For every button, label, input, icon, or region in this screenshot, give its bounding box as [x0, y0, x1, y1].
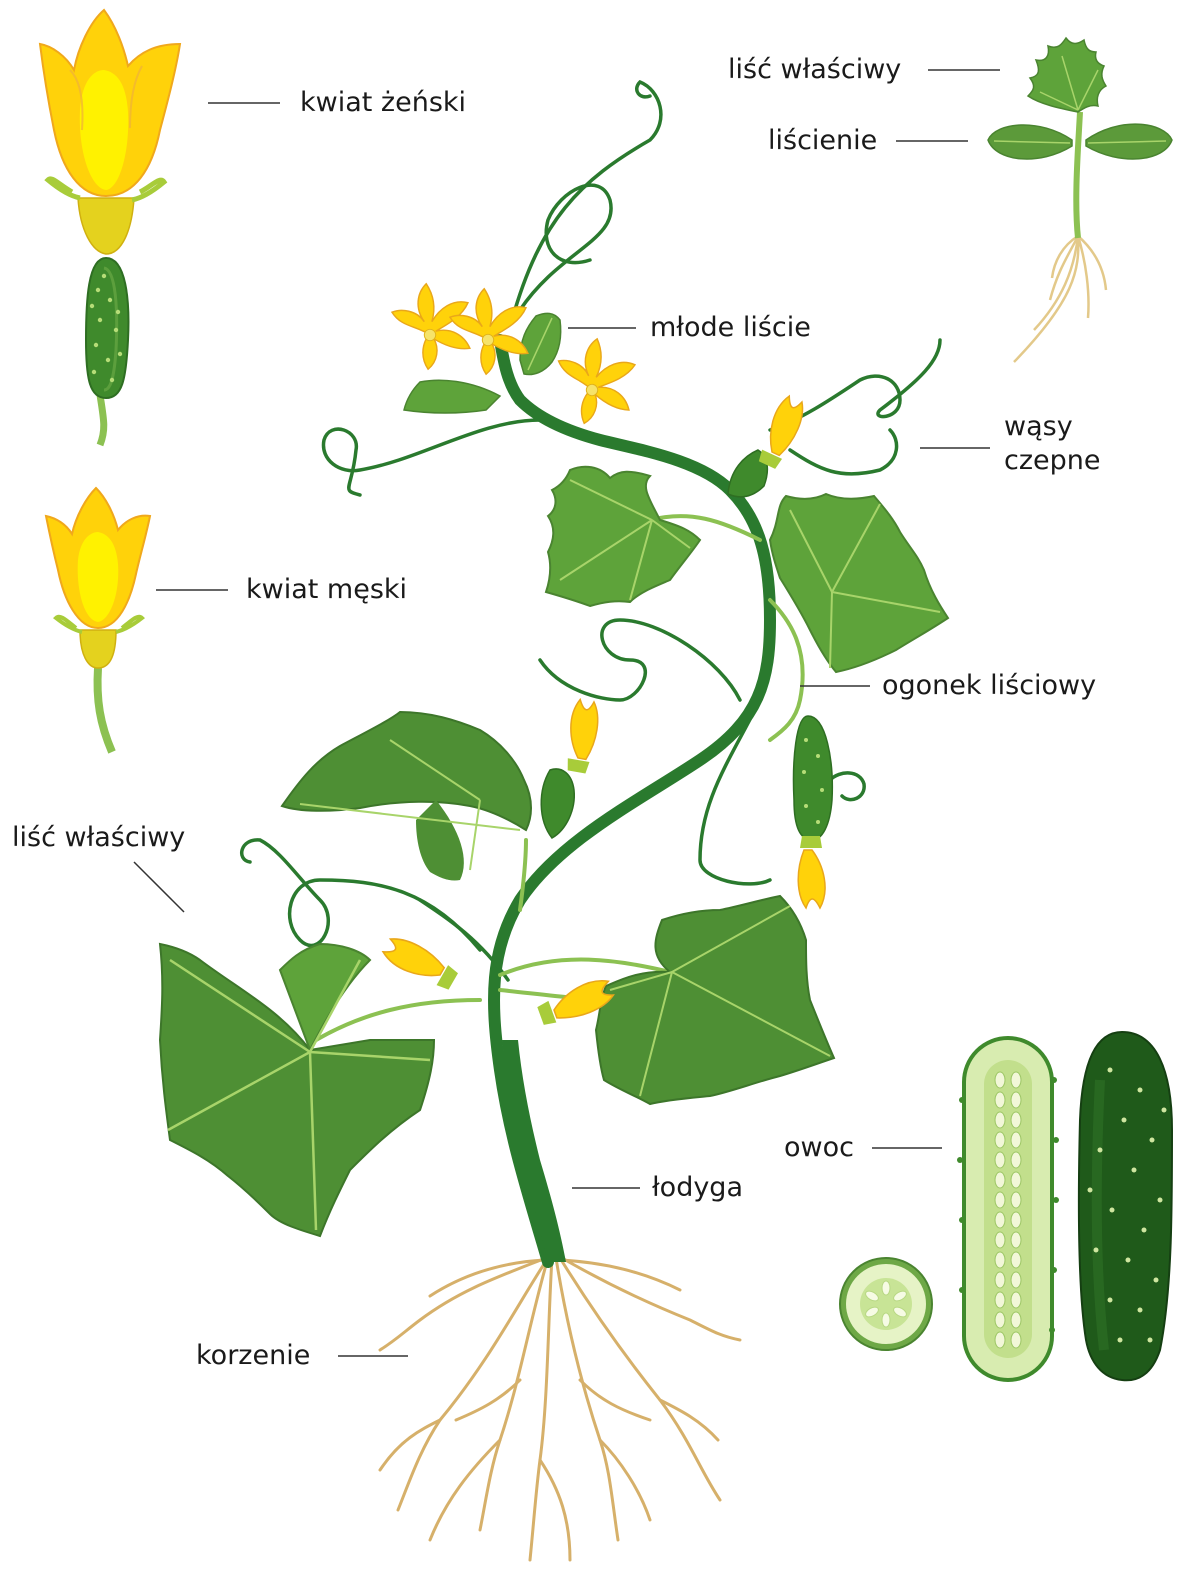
male-flower-icon	[46, 488, 150, 752]
female-flower-icon	[40, 10, 180, 445]
female-flower-middle	[541, 699, 601, 838]
label-petiole: ogonek liściowy	[882, 669, 1096, 703]
label-true-leaf-seedling: liść właściwy	[728, 53, 901, 87]
leaf-lower-left	[160, 944, 434, 1236]
hanging-cucumber	[794, 716, 833, 908]
label-root: korzenie	[196, 1339, 310, 1373]
leaf-lower-right	[596, 896, 834, 1104]
female-flower-ovary-cucumber	[86, 258, 128, 398]
label-stem: łodyga	[652, 1171, 743, 1205]
flower-lower-left	[380, 932, 460, 994]
female-flower-upper-right	[728, 394, 809, 497]
label-young-leaves: młode liście	[650, 311, 811, 345]
roots-icon	[380, 1258, 740, 1560]
label-true-leaf: liść właściwy	[12, 821, 185, 855]
label-tendrils: wąsy czepne	[1004, 410, 1101, 478]
cucumber-half-icon	[957, 1038, 1059, 1380]
label-fruit: owoc	[784, 1131, 854, 1165]
cucumber-whole-icon	[1079, 1032, 1172, 1380]
seedling-icon	[988, 38, 1172, 362]
label-female-flower: kwiat żeński	[300, 86, 466, 120]
cucumber-slice-icon	[840, 1258, 932, 1350]
leaf-middle-left	[282, 712, 531, 881]
leaf-upper-left	[546, 467, 700, 606]
label-male-flower: kwiat męski	[246, 573, 407, 607]
label-cotyledons: liścienie	[768, 124, 877, 158]
